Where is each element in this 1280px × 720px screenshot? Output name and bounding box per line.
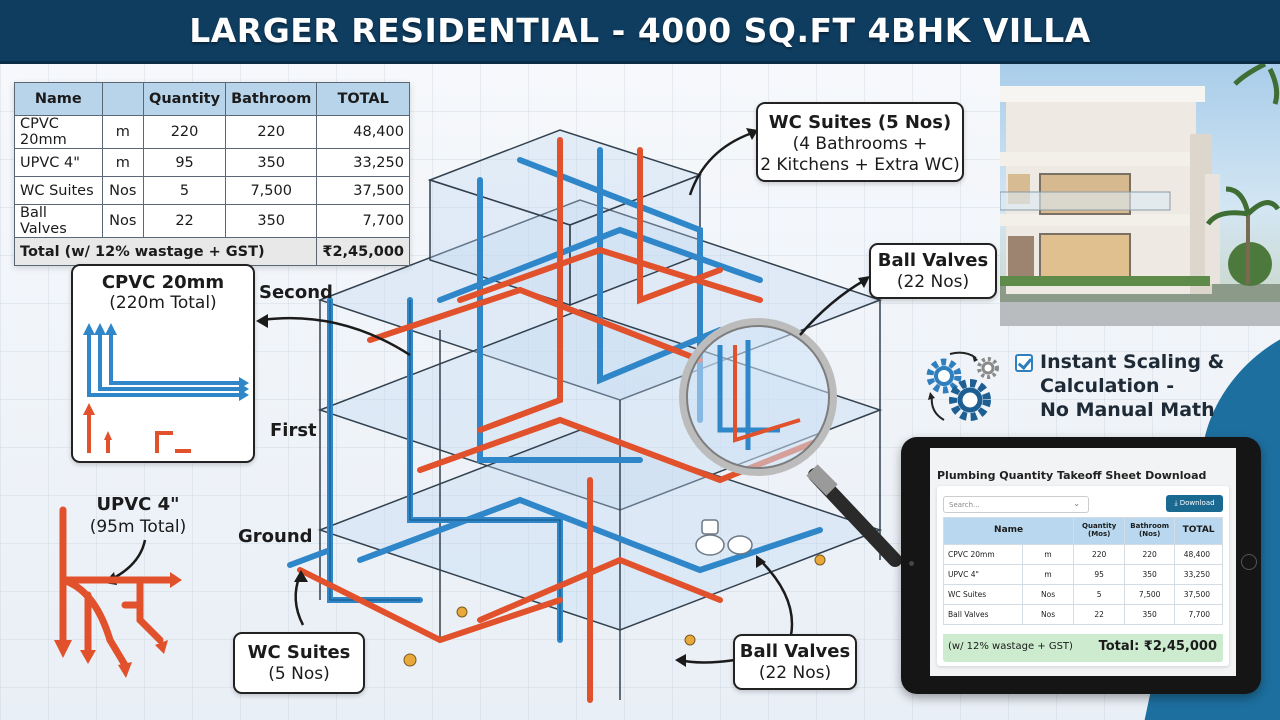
upvc-legend-callout: UPVC 4" (95m Total) [89,494,187,537]
col-quantity: Quantity (Mos) [1073,517,1126,545]
col-unit [101,82,145,116]
table-row: WC Suites Nos 5 7,500 37,500 [14,176,410,205]
takeoff-table: Name Quantity (Mos) Bathroom (Nos) TOTAL [942,517,1223,625]
chevron-down-icon[interactable]: ⌄ [1073,499,1080,508]
table-row: Ball Valves Nos 22 350 7,700 [14,204,410,238]
table-row: UPVC 4" m 95 350 33,250 [943,564,1223,585]
col-total: TOTAL [1174,517,1223,545]
table-row: Ball Valves Nos 22 350 7,700 [943,604,1223,625]
takeoff-sheet-title: Plumbing Quantity Takeoff Sheet Download [937,469,1207,482]
home-button[interactable] [1241,554,1257,570]
table-total-row: Total (w/ 12% wastage + GST) ₹2,45,000 [13,237,410,266]
page-title: LARGER RESIDENTIAL - 4000 SQ.FT 4BHK VIL… [189,11,1091,50]
cpvc-legend-callout: CPVC 20mm (220m Total) [71,264,255,477]
checkbox-icon [1015,354,1033,372]
col-bathroom: Bathroom [225,82,318,116]
gears-icon [926,351,999,421]
table-row: WC Suites Nos 5 7,500 37,500 [943,584,1223,605]
download-button[interactable]: ⤓ Download [1166,495,1223,512]
feature-text: Instant Scaling & Calculation - No Manua… [1040,351,1225,421]
quantity-table: Name Quantity Bathroom TOTAL CPVC 20mm m… [13,82,410,266]
ball-valves-callout-top: Ball Valves (22 Nos) [869,243,997,299]
camera-icon [909,561,914,566]
takeoff-total-bar: (w/ 12% wastage + GST) Total: ₹2,45,000 [943,634,1223,662]
tablet-screen: Plumbing Quantity Takeoff Sheet Download… [930,448,1236,676]
takeoff-sheet-card: Search... ⌄ ⤓ Download Name Quantity (Mo… [937,486,1229,666]
floor-label-ground: Ground [238,526,313,547]
col-total: TOTAL [316,82,410,116]
instant-scaling-feature: Instant Scaling & Calculation - No Manua… [920,348,1240,428]
title-banner: LARGER RESIDENTIAL - 4000 SQ.FT 4BHK VIL… [0,0,1280,64]
table-row: CPVC 20mm m 220 220 48,400 [943,544,1223,565]
table-header-row: Name Quantity (Mos) Bathroom (Nos) TOTAL [942,517,1223,545]
col-name: Name [942,517,1075,545]
wc-suites-callout-bottom: WC Suites (5 Nos) [233,632,365,694]
col-bathroom: Bathroom (Nos) [1124,517,1176,545]
villa-photo [1000,64,1280,326]
table-header-row: Name Quantity Bathroom TOTAL [14,82,410,116]
col-quantity: Quantity [143,82,227,116]
tablet-device: Plumbing Quantity Takeoff Sheet Download… [901,437,1261,694]
search-input[interactable]: Search... ⌄ [943,496,1089,513]
wc-suites-callout-top: WC Suites (5 Nos) (4 Bathrooms + 2 Kitch… [756,102,964,182]
floor-label-second: Second [259,282,333,303]
cpvc-pipe-routing-icon [83,323,249,477]
floor-label-first: First [270,420,317,441]
col-name: Name [14,82,103,116]
table-row: CPVC 20mm m 220 220 48,400 [14,115,410,149]
table-row: UPVC 4" m 95 350 33,250 [14,148,410,177]
ball-valves-callout-bottom: Ball Valves (22 Nos) [733,634,857,690]
